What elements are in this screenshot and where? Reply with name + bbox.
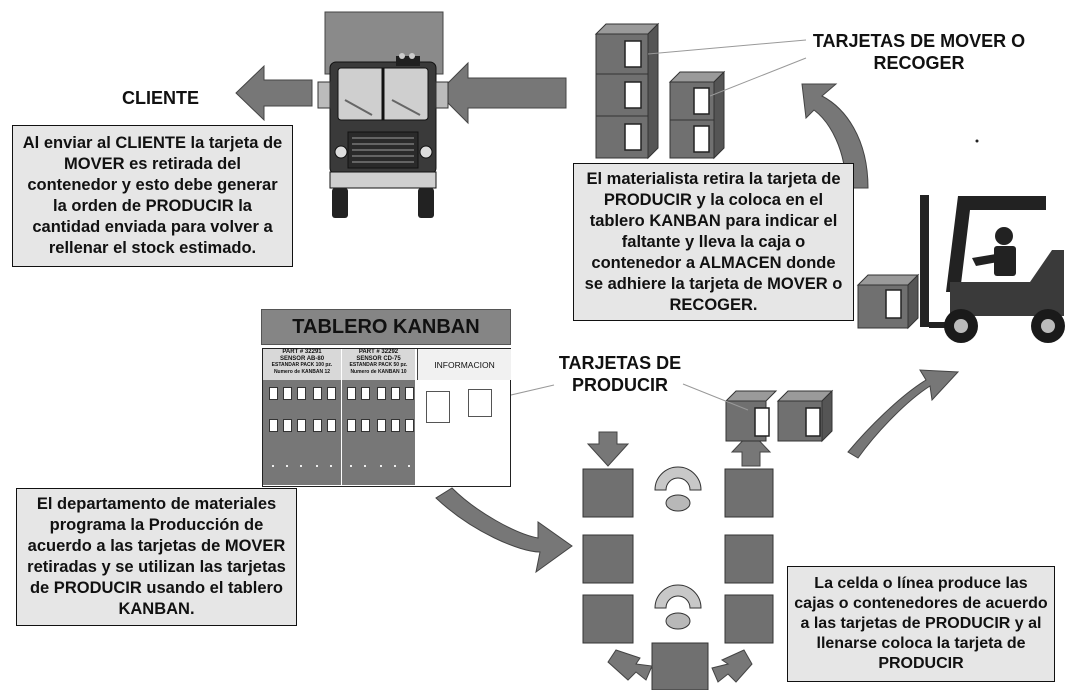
kanban-slot-marker	[350, 465, 352, 467]
kanban-card-slot	[297, 419, 306, 432]
kanban-card-slot	[347, 419, 356, 432]
kanban-card-slot	[283, 387, 292, 400]
arrow-cell-to-forklift	[847, 369, 960, 459]
arrow-forklift-to-storage	[801, 83, 869, 189]
materiales-note: El departamento de materiales programa l…	[16, 488, 297, 626]
kanban-slot-marker	[272, 465, 274, 467]
truck-icon	[317, 11, 449, 218]
kanban-col2-pack: ESTANDAR PACK 50 pz.	[349, 362, 408, 368]
arrow-to-truck	[437, 61, 567, 125]
producir-cards-label: TARJETAS DE PRODUCIR	[540, 352, 700, 396]
producir-cards-label-line2: PRODUCIR	[571, 375, 668, 395]
kanban-column-1-header: PART # 32291 SENSOR AB-80 ESTANDAR PACK …	[263, 349, 341, 380]
kanban-slot-marker	[408, 465, 410, 467]
kanban-info-header: INFORMACION	[417, 349, 511, 380]
kanban-card-slot	[327, 419, 336, 432]
kanban-slot-marker	[330, 465, 332, 467]
production-cell-icon	[582, 383, 834, 690]
kanban-card-slot	[297, 387, 306, 400]
kanban-col1-number: Numero de KANBAN 12	[273, 368, 331, 375]
kanban-board: PART # 32291 SENSOR AB-80 ESTANDAR PACK …	[262, 348, 511, 487]
kanban-card-slot	[405, 387, 414, 400]
kanban-card-slot	[283, 419, 292, 432]
kanban-col1-part: PART # 32291	[282, 349, 322, 355]
kanban-info-note-1	[426, 391, 450, 423]
kanban-card-slot	[405, 419, 414, 432]
kanban-card-slot	[391, 387, 400, 400]
kanban-col2-part: PART # 32292	[358, 349, 399, 355]
kanban-card-slot	[327, 387, 336, 400]
kanban-col1-pack: ESTANDAR PACK 100 pz.	[271, 362, 333, 368]
kanban-slot-marker	[316, 465, 318, 467]
kanban-column-2-header: PART # 32292 SENSOR CD-75 ESTANDAR PACK …	[342, 349, 415, 380]
container-stack-icon	[594, 22, 807, 160]
producir-cards-label-line1: TARJETAS DE	[558, 353, 682, 373]
kanban-card-slot	[313, 419, 322, 432]
kanban-slot-marker	[300, 465, 302, 467]
kanban-slot-marker	[394, 465, 396, 467]
mover-cards-label-line2: RECOGER	[873, 53, 965, 73]
kanban-col2-sensor: SENSOR CD-75	[356, 355, 401, 362]
arrow-kanban-to-cell	[435, 487, 573, 574]
kanban-card-slot	[347, 387, 356, 400]
arrow-to-client	[235, 64, 313, 122]
celda-note: La celda o línea produce las cajas o con…	[787, 566, 1055, 682]
kanban-slot-marker	[380, 465, 382, 467]
kanban-card-slot	[377, 419, 386, 432]
cliente-label: CLIENTE	[122, 88, 200, 108]
kanban-card-slot	[377, 387, 386, 400]
kanban-card-slot	[269, 419, 278, 432]
stray-dot	[975, 139, 979, 143]
kanban-slot-marker	[364, 465, 366, 467]
kanban-card-slot	[361, 387, 370, 400]
kanban-col2-number: Numero de KANBAN 10	[350, 368, 407, 375]
kanban-col1-sensor: SENSOR AB-80	[279, 355, 325, 362]
kanban-info-note-2	[468, 389, 492, 417]
kanban-card-slot	[313, 387, 322, 400]
forklift-icon	[856, 195, 1065, 343]
cliente-note: Al enviar al CLIENTE la tarjeta de MOVER…	[12, 125, 293, 267]
kanban-slot-marker	[286, 465, 288, 467]
kanban-board-title: TABLERO KANBAN	[261, 309, 511, 345]
kanban-card-slot	[269, 387, 278, 400]
kanban-card-slot	[361, 419, 370, 432]
mover-cards-label-line1: TARJETAS DE MOVER O	[812, 31, 1026, 51]
materialista-note: El materialista retira la tarjeta de PRO…	[573, 163, 854, 321]
kanban-card-slot	[391, 419, 400, 432]
mover-cards-label: TARJETAS DE MOVER O RECOGER	[790, 30, 1048, 74]
